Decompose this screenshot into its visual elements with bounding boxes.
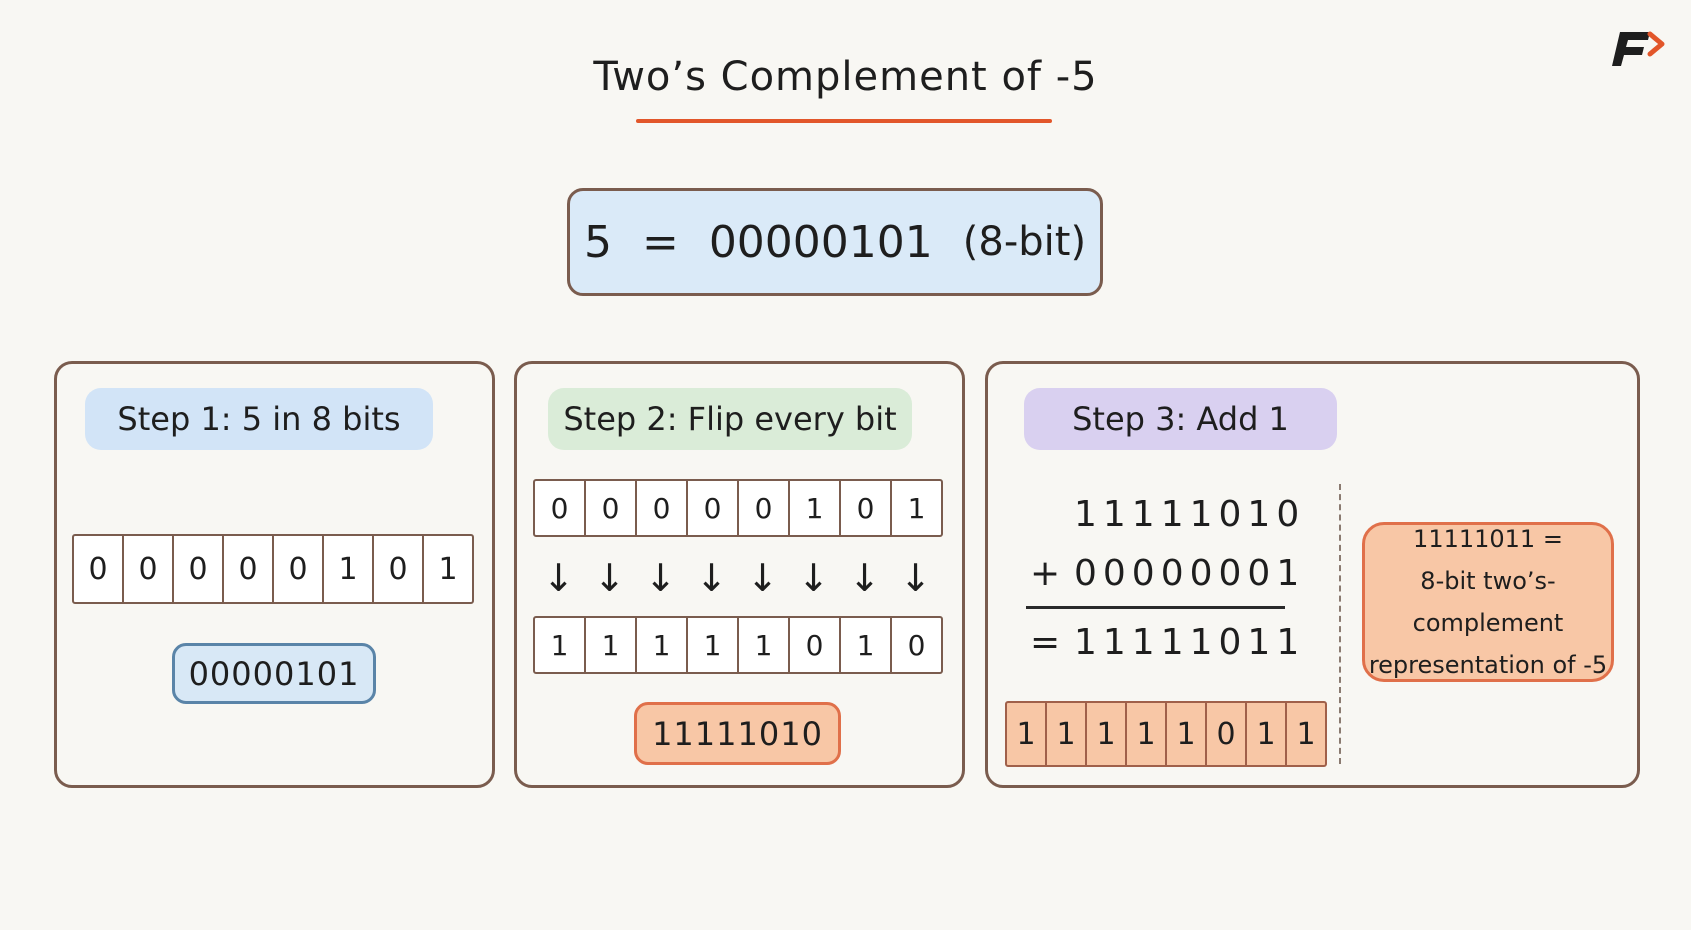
bit-cell: 0	[686, 479, 739, 537]
bit-cell: 0	[788, 616, 841, 674]
sum-rule	[1026, 606, 1285, 609]
bit-cell: 0	[839, 479, 892, 537]
bit-cell: 1	[1165, 701, 1207, 767]
bit-cell: 1	[1085, 701, 1127, 767]
bit-cell: 1	[839, 616, 892, 674]
step-1-result: 00000101	[172, 643, 376, 704]
equation-binary: 00000101	[708, 216, 933, 268]
dashed-divider	[1339, 484, 1341, 764]
bit-cell: 1	[584, 616, 637, 674]
step-2-original-bit-row: 0 0 0 0 0 1 0 1	[533, 479, 943, 537]
bit-cell: 0	[372, 534, 424, 604]
step-1-bit-row: 0 0 0 0 0 1 0 1	[72, 534, 474, 604]
sum: 11111011	[1074, 622, 1306, 663]
step-2-label: Step 2: Flip every bit	[548, 388, 912, 450]
bit-cell: 0	[584, 479, 637, 537]
bit-cell: 0	[172, 534, 224, 604]
equals-sign: =	[1030, 622, 1067, 663]
down-arrow-icon: ↓	[644, 556, 677, 600]
final-result-note: 11111011 = 8-bit two’s-complement repres…	[1362, 522, 1614, 682]
addend-2: 00000001	[1074, 553, 1306, 594]
bit-cell: 0	[890, 616, 943, 674]
bit-cell: 0	[635, 479, 688, 537]
down-arrow-icon: ↓	[899, 556, 932, 600]
bit-cell: 0	[222, 534, 274, 604]
down-arrow-icon: ↓	[746, 556, 779, 600]
down-arrow-icon: ↓	[593, 556, 626, 600]
final-note-line-3: representation of -5	[1368, 651, 1608, 679]
bit-cell: 0	[737, 479, 790, 537]
bit-cell: 1	[1245, 701, 1287, 767]
page-title: Two’s Complement of -5	[593, 54, 1098, 100]
equation-box: 5 = 00000101 (8-bit)	[567, 188, 1103, 296]
bit-cell: 0	[272, 534, 324, 604]
bit-cell: 1	[686, 616, 739, 674]
step-1-label: Step 1: 5 in 8 bits	[85, 388, 433, 450]
flip-arrow-row: ↓ ↓ ↓ ↓ ↓ ↓ ↓ ↓	[533, 548, 941, 608]
bit-cell: 0	[1205, 701, 1247, 767]
final-note-line-1: 11111011 =	[1413, 525, 1563, 553]
down-arrow-icon: ↓	[695, 556, 728, 600]
bit-cell: 1	[788, 479, 841, 537]
step-2-flipped-bit-row: 1 1 1 1 1 0 1 0	[533, 616, 943, 674]
bit-cell: 1	[635, 616, 688, 674]
equation-note: (8-bit)	[962, 219, 1087, 265]
plus-sign: +	[1030, 553, 1067, 594]
title-underline	[636, 119, 1052, 123]
down-arrow-icon: ↓	[848, 556, 881, 600]
step-3-bit-row: 1 1 1 1 1 0 1 1	[1005, 701, 1327, 767]
bit-cell: 0	[72, 534, 124, 604]
bit-cell: 1	[1285, 701, 1327, 767]
bit-cell: 0	[533, 479, 586, 537]
bit-cell: 1	[533, 616, 586, 674]
final-note-line-2: 8-bit two’s-complement	[1412, 567, 1564, 637]
bit-cell: 1	[1005, 701, 1047, 767]
bit-cell: 0	[122, 534, 174, 604]
bit-cell: 1	[322, 534, 374, 604]
equation-equals: =	[641, 216, 679, 268]
brand-logo-icon	[1606, 26, 1666, 70]
bit-cell: 1	[422, 534, 474, 604]
step-3-label: Step 3: Add 1	[1024, 388, 1337, 450]
bit-cell: 1	[890, 479, 943, 537]
equation-lhs: 5	[583, 216, 612, 268]
down-arrow-icon: ↓	[542, 556, 575, 600]
bit-cell: 1	[1125, 701, 1167, 767]
step-2-result: 11111010	[634, 702, 841, 765]
addend-1: 11111010	[1074, 494, 1306, 535]
bit-cell: 1	[737, 616, 790, 674]
bit-cell: 1	[1045, 701, 1087, 767]
down-arrow-icon: ↓	[797, 556, 830, 600]
